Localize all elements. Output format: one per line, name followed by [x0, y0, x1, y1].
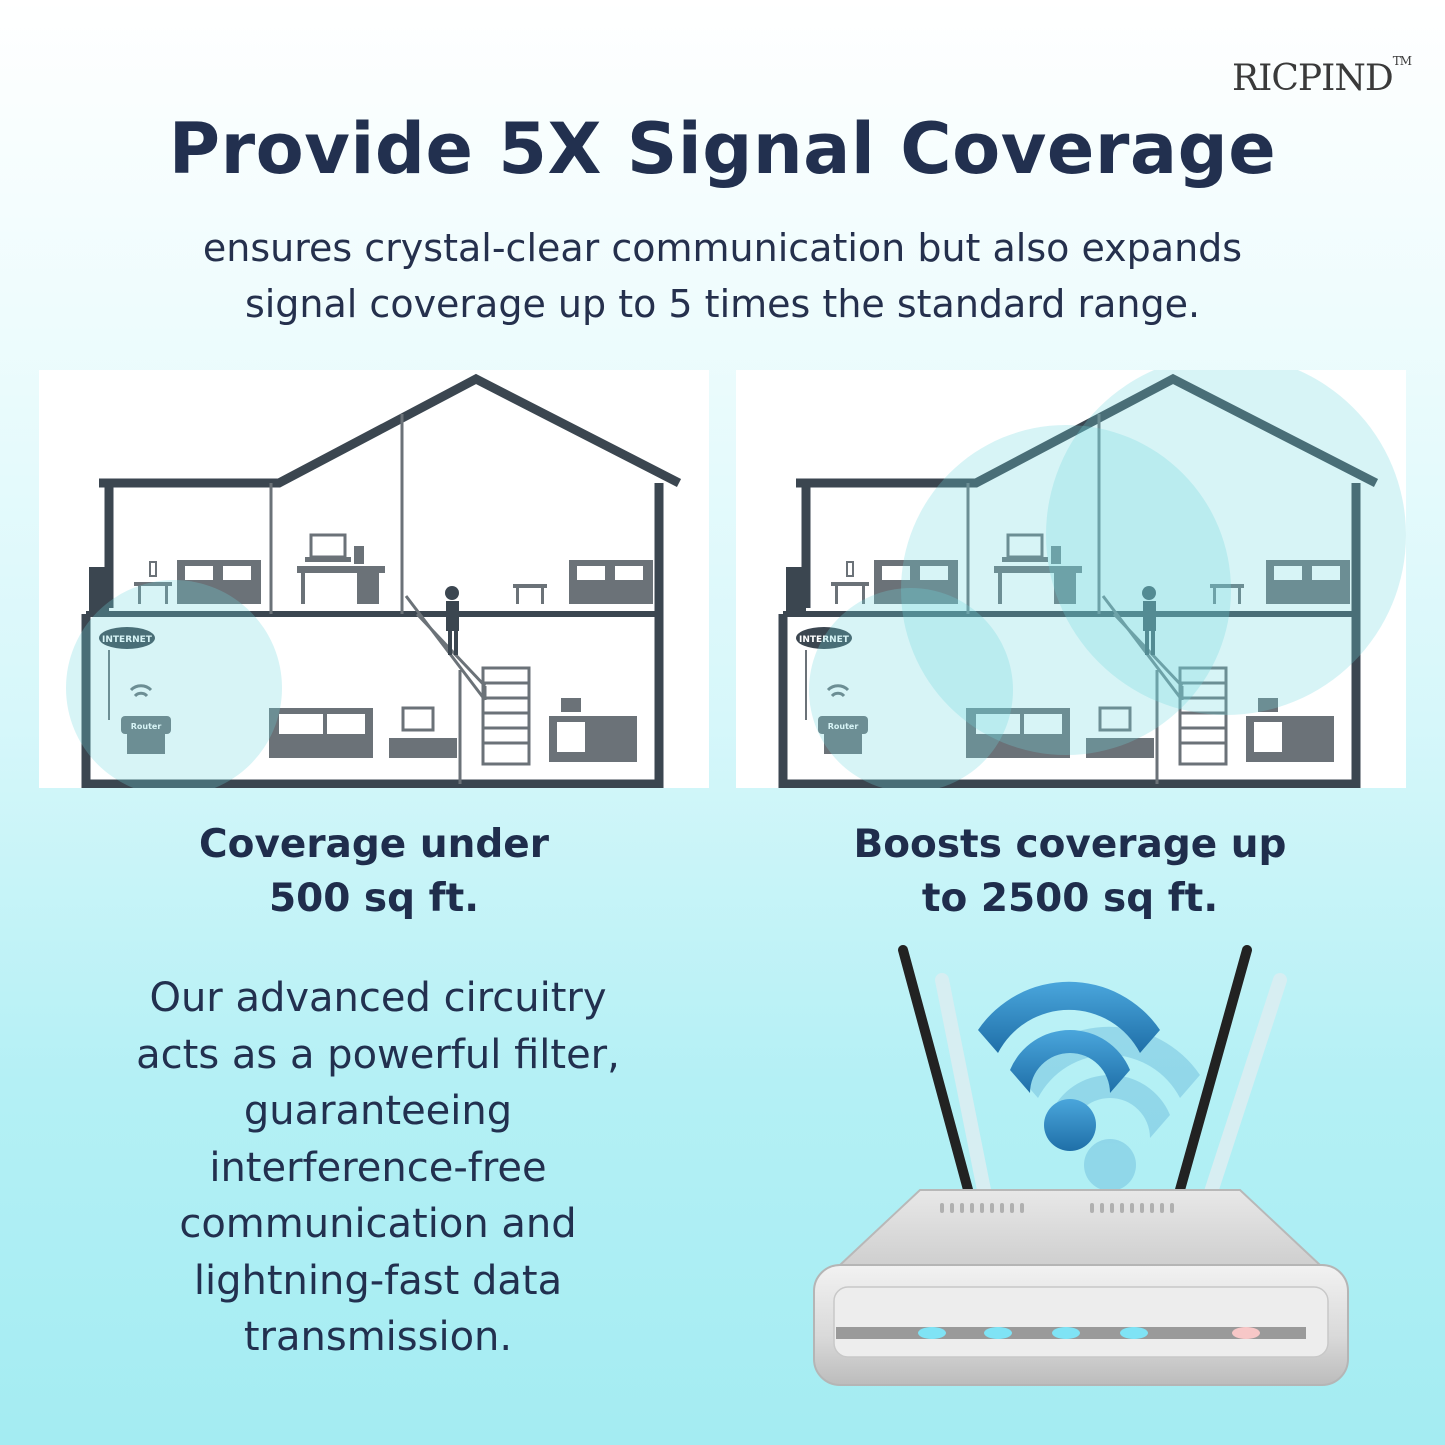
description-line: transmission. [243, 1314, 513, 1360]
description-line: interference-free [209, 1144, 547, 1191]
house-illustration-standard: INTERNET Router [39, 370, 709, 788]
cloud-icon: INTERNET [99, 627, 155, 649]
caption-boosted-line-2: to 2500 sq ft. [921, 876, 1219, 921]
caption-boosted-line-1: Boosts coverage up [853, 822, 1287, 867]
coverage-bubble [66, 580, 282, 788]
description-line: communication and [179, 1201, 577, 1247]
router-label: Router [828, 722, 859, 731]
house-boosted-svg: INTERNET Router [778, 370, 1406, 788]
house-drawing: INTERNET Router [81, 373, 682, 788]
coverage-bubble [809, 588, 1013, 788]
router-svg [813, 945, 1349, 1386]
caption-standard-line-1: Coverage under [199, 822, 549, 867]
router-icon [826, 684, 850, 698]
caption-standard-line-2: 500 sq ft. [268, 876, 480, 921]
description-line: guaranteeing [243, 1088, 513, 1134]
description-line: Our advanced circuitry [149, 975, 607, 1021]
subtitle: ensures crystal-clear communication but … [40, 220, 1405, 332]
house-drawing: INTERNET Router [778, 373, 1379, 788]
subtitle-line-2: signal coverage up to 5 times the standa… [244, 282, 1201, 326]
trademark: TM [1392, 54, 1412, 68]
internet-label: INTERNET [102, 635, 153, 645]
router-image [800, 935, 1360, 1419]
cloud-icon: INTERNET [796, 627, 852, 649]
coverage-bubble [901, 425, 1231, 755]
subtitle-line-1: ensures crystal-clear communication but … [202, 226, 1243, 270]
description-line: acts as a powerful filter, [136, 1031, 620, 1078]
router-icon [129, 684, 153, 698]
internet-label: INTERNET [799, 635, 850, 645]
house-standard-svg: INTERNET Router [66, 373, 682, 788]
feature-description: Our advanced circuitry acts as a powerfu… [78, 970, 678, 1366]
brand-logo: RICPINDTM [1232, 54, 1412, 99]
wifi-icon [978, 981, 1200, 1191]
house-illustration-boosted: INTERNET Router [736, 370, 1406, 788]
caption-standard: Coverage under 500 sq ft. [94, 818, 654, 926]
caption-boosted: Boosts coverage up to 2500 sq ft. [790, 818, 1350, 926]
coverage-bubble [1046, 370, 1406, 715]
brand-name: RICPIND [1232, 58, 1394, 99]
router-label: Router [131, 722, 162, 731]
page-title: Provide 5X Signal Coverage [168, 108, 1277, 190]
description-line: lightning-fast data [193, 1257, 563, 1304]
